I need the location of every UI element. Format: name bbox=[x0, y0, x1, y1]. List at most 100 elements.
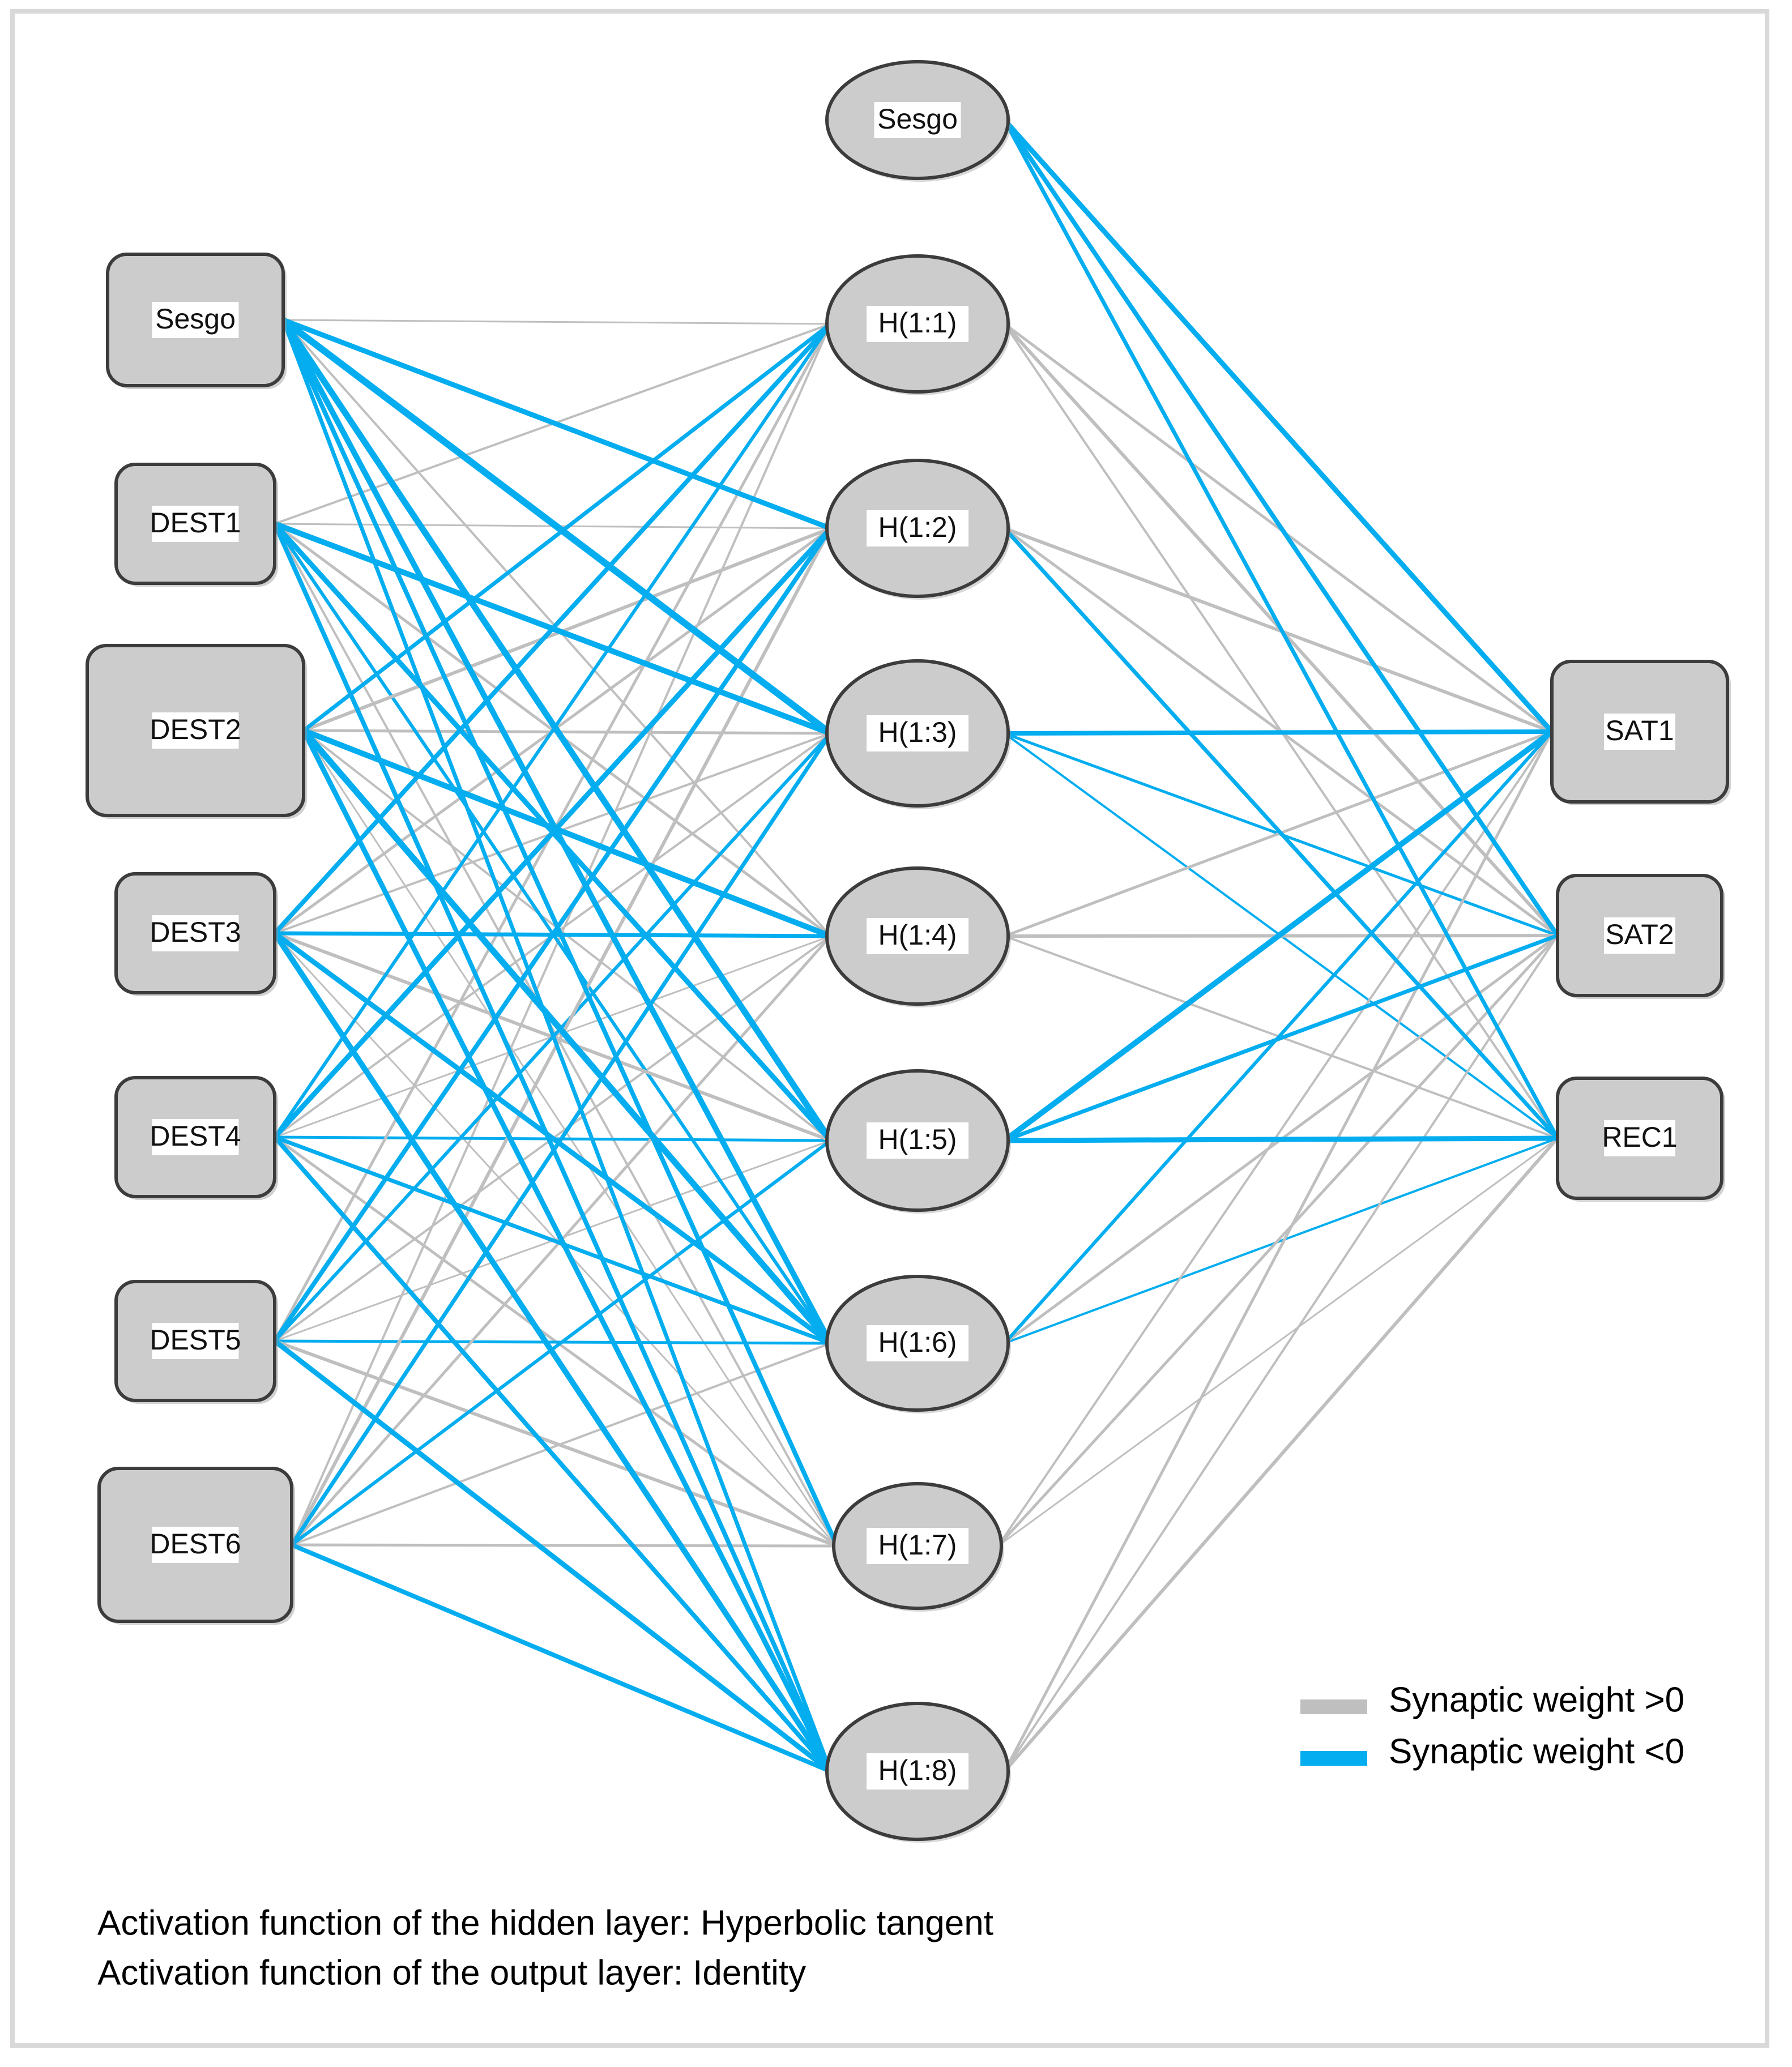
node-label-text: H(1:5) bbox=[878, 1124, 957, 1155]
legend-label-negative: Synaptic weight <0 bbox=[1389, 1732, 1684, 1771]
edge-in-dest2-to-h8 bbox=[301, 729, 833, 1773]
node-label-text: Sesgo bbox=[155, 303, 236, 335]
hidden-node-h-1-7[interactable]: H(1:7) bbox=[832, 1482, 1004, 1612]
edge-h2-to-out-sat1 bbox=[1004, 527, 1553, 733]
edge-h6-to-out-rec1 bbox=[1004, 1137, 1558, 1344]
node-label-text: DEST6 bbox=[150, 1528, 241, 1560]
node-label-bg bbox=[867, 1122, 968, 1159]
output-node-sat1[interactable]: SAT1 bbox=[1550, 660, 1731, 805]
node-label-text: DEST2 bbox=[150, 714, 241, 745]
node-label-bg bbox=[1604, 1120, 1675, 1156]
edge-in-dest2-to-h3 bbox=[303, 729, 831, 735]
edge-h4-to-out-sat1 bbox=[1004, 730, 1552, 938]
input-node-dest5[interactable]: DEST5 bbox=[114, 1280, 278, 1404]
edge-h5-to-out-rec1 bbox=[1004, 1135, 1558, 1143]
hidden-node-h-1-1[interactable]: H(1:1) bbox=[825, 254, 1011, 395]
caption-line-2: Activation function of the output layer:… bbox=[97, 1953, 806, 1992]
node-label-text: H(1:2) bbox=[878, 511, 957, 543]
node-label-bg bbox=[152, 1119, 239, 1155]
edge-in-sesgo-to-h7 bbox=[281, 319, 839, 1547]
node-label-bg bbox=[867, 715, 968, 751]
edge-h7-to-out-rec1 bbox=[997, 1137, 1558, 1547]
node-label-text: SAT1 bbox=[1605, 715, 1674, 746]
node-label-text: REC1 bbox=[1602, 1121, 1677, 1153]
node-label-bg bbox=[867, 306, 968, 342]
edge-in-dest2-to-h4 bbox=[302, 728, 832, 939]
node-label-text: H(1:1) bbox=[878, 307, 957, 339]
caption-line-1: Activation function of the hidden layer:… bbox=[97, 1903, 993, 1942]
edge-in-dest2-to-h6 bbox=[301, 728, 833, 1346]
edge-h8-to-out-rec1 bbox=[1003, 1137, 1559, 1773]
edge-h8-to-out-sat2 bbox=[1003, 934, 1559, 1773]
edge-in-dest6-to-h2 bbox=[290, 527, 833, 1546]
legend-item-negative: Synaptic weight <0 bbox=[1300, 1732, 1684, 1771]
node-label-text: DEST3 bbox=[150, 916, 241, 948]
output-node-rec1[interactable]: REC1 bbox=[1556, 1077, 1725, 1202]
node-label-text: H(1:8) bbox=[878, 1754, 957, 1786]
node-label-text: Sesgo bbox=[877, 103, 958, 135]
node-label-bg bbox=[152, 712, 239, 749]
node-label-text: DEST1 bbox=[150, 507, 241, 539]
edge-in-dest6-to-h5 bbox=[291, 1139, 832, 1547]
node-label-bg bbox=[874, 102, 961, 138]
node-label-bg bbox=[152, 1323, 239, 1359]
input-node-dest4[interactable]: DEST4 bbox=[114, 1076, 278, 1200]
caption-group: Activation function of the hidden layer:… bbox=[97, 1903, 993, 1992]
edge-in-dest6-to-h3 bbox=[290, 732, 833, 1546]
node-label-bg bbox=[152, 302, 239, 338]
hidden-node-h-1-5[interactable]: H(1:5) bbox=[825, 1069, 1011, 1214]
edge-in-dest4-to-h8 bbox=[272, 1135, 833, 1773]
edge-in-dest1-to-h3 bbox=[274, 521, 832, 736]
edge-h5-to-out-sat2 bbox=[1004, 933, 1559, 1143]
node-label-text: H(1:7) bbox=[878, 1529, 957, 1561]
hidden-node-h-1-3[interactable]: H(1:3) bbox=[825, 659, 1011, 809]
legend-swatch-negative bbox=[1300, 1751, 1367, 1766]
edge-in-dest5-to-h6 bbox=[274, 1339, 831, 1345]
input-node-sesgo[interactable]: Sesgo bbox=[106, 253, 287, 389]
node-label-bg bbox=[867, 1325, 968, 1361]
edge-h1-to-out-sat1 bbox=[1004, 322, 1553, 733]
edge-in-dest2-to-h2 bbox=[302, 527, 831, 732]
edges-group bbox=[272, 118, 1560, 1774]
node-label-text: DEST5 bbox=[150, 1324, 241, 1356]
edge-h-sesgo-to-out-sat1 bbox=[1002, 118, 1554, 734]
node-label-bg bbox=[152, 915, 239, 951]
node-label-bg bbox=[1604, 714, 1675, 750]
hidden-node-h-1-4[interactable]: H(1:4) bbox=[825, 866, 1011, 1007]
hidden-node-h-1-2[interactable]: H(1:2) bbox=[825, 459, 1011, 600]
hidden-node-sesgo[interactable]: Sesgo bbox=[825, 60, 1011, 182]
node-label-bg bbox=[152, 506, 239, 542]
edge-in-dest4-to-h2 bbox=[272, 526, 833, 1139]
node-label-text: SAT2 bbox=[1605, 919, 1674, 950]
legend-group: Synaptic weight >0 Synaptic weight <0 bbox=[1300, 1680, 1684, 1771]
edge-h-sesgo-to-out-sat2 bbox=[1002, 118, 1560, 937]
input-node-dest1[interactable]: DEST1 bbox=[114, 463, 278, 587]
edge-in-sesgo-to-h2 bbox=[282, 317, 832, 531]
legend-label-positive: Synaptic weight >0 bbox=[1389, 1680, 1684, 1719]
edge-h3-to-out-sat1 bbox=[1004, 729, 1552, 736]
node-label-text: H(1:6) bbox=[878, 1326, 957, 1358]
node-label-bg bbox=[1604, 917, 1675, 954]
edge-in-dest1-to-h8 bbox=[272, 523, 833, 1773]
legend-swatch-positive bbox=[1300, 1699, 1367, 1714]
edge-in-sesgo-to-h3 bbox=[281, 317, 833, 736]
hidden-node-h-1-6[interactable]: H(1:6) bbox=[825, 1275, 1011, 1413]
input-node-dest2[interactable]: DEST2 bbox=[86, 644, 307, 819]
output-node-sat2[interactable]: SAT2 bbox=[1556, 874, 1725, 999]
nodes-group: SesgoDEST1DEST2DEST3DEST4DEST5DEST6SAT1S… bbox=[86, 60, 1731, 1843]
hidden-node-h-1-8[interactable]: H(1:8) bbox=[825, 1702, 1011, 1843]
node-label-bg bbox=[867, 510, 968, 546]
node-label-bg bbox=[867, 1753, 968, 1790]
input-node-dest6[interactable]: DEST6 bbox=[97, 1467, 295, 1625]
edge-in-dest3-to-h8 bbox=[272, 932, 833, 1773]
input-node-dest3[interactable]: DEST3 bbox=[114, 872, 278, 996]
node-label-bg bbox=[867, 918, 968, 954]
edge-h8-to-out-sat1 bbox=[1003, 731, 1554, 1773]
node-label-text: DEST4 bbox=[150, 1120, 241, 1152]
node-label-bg bbox=[867, 1528, 968, 1564]
legend-item-positive: Synaptic weight >0 bbox=[1300, 1680, 1684, 1719]
edge-in-dest5-to-h7 bbox=[274, 1339, 838, 1548]
edge-in-dest6-to-h7 bbox=[291, 1543, 837, 1548]
